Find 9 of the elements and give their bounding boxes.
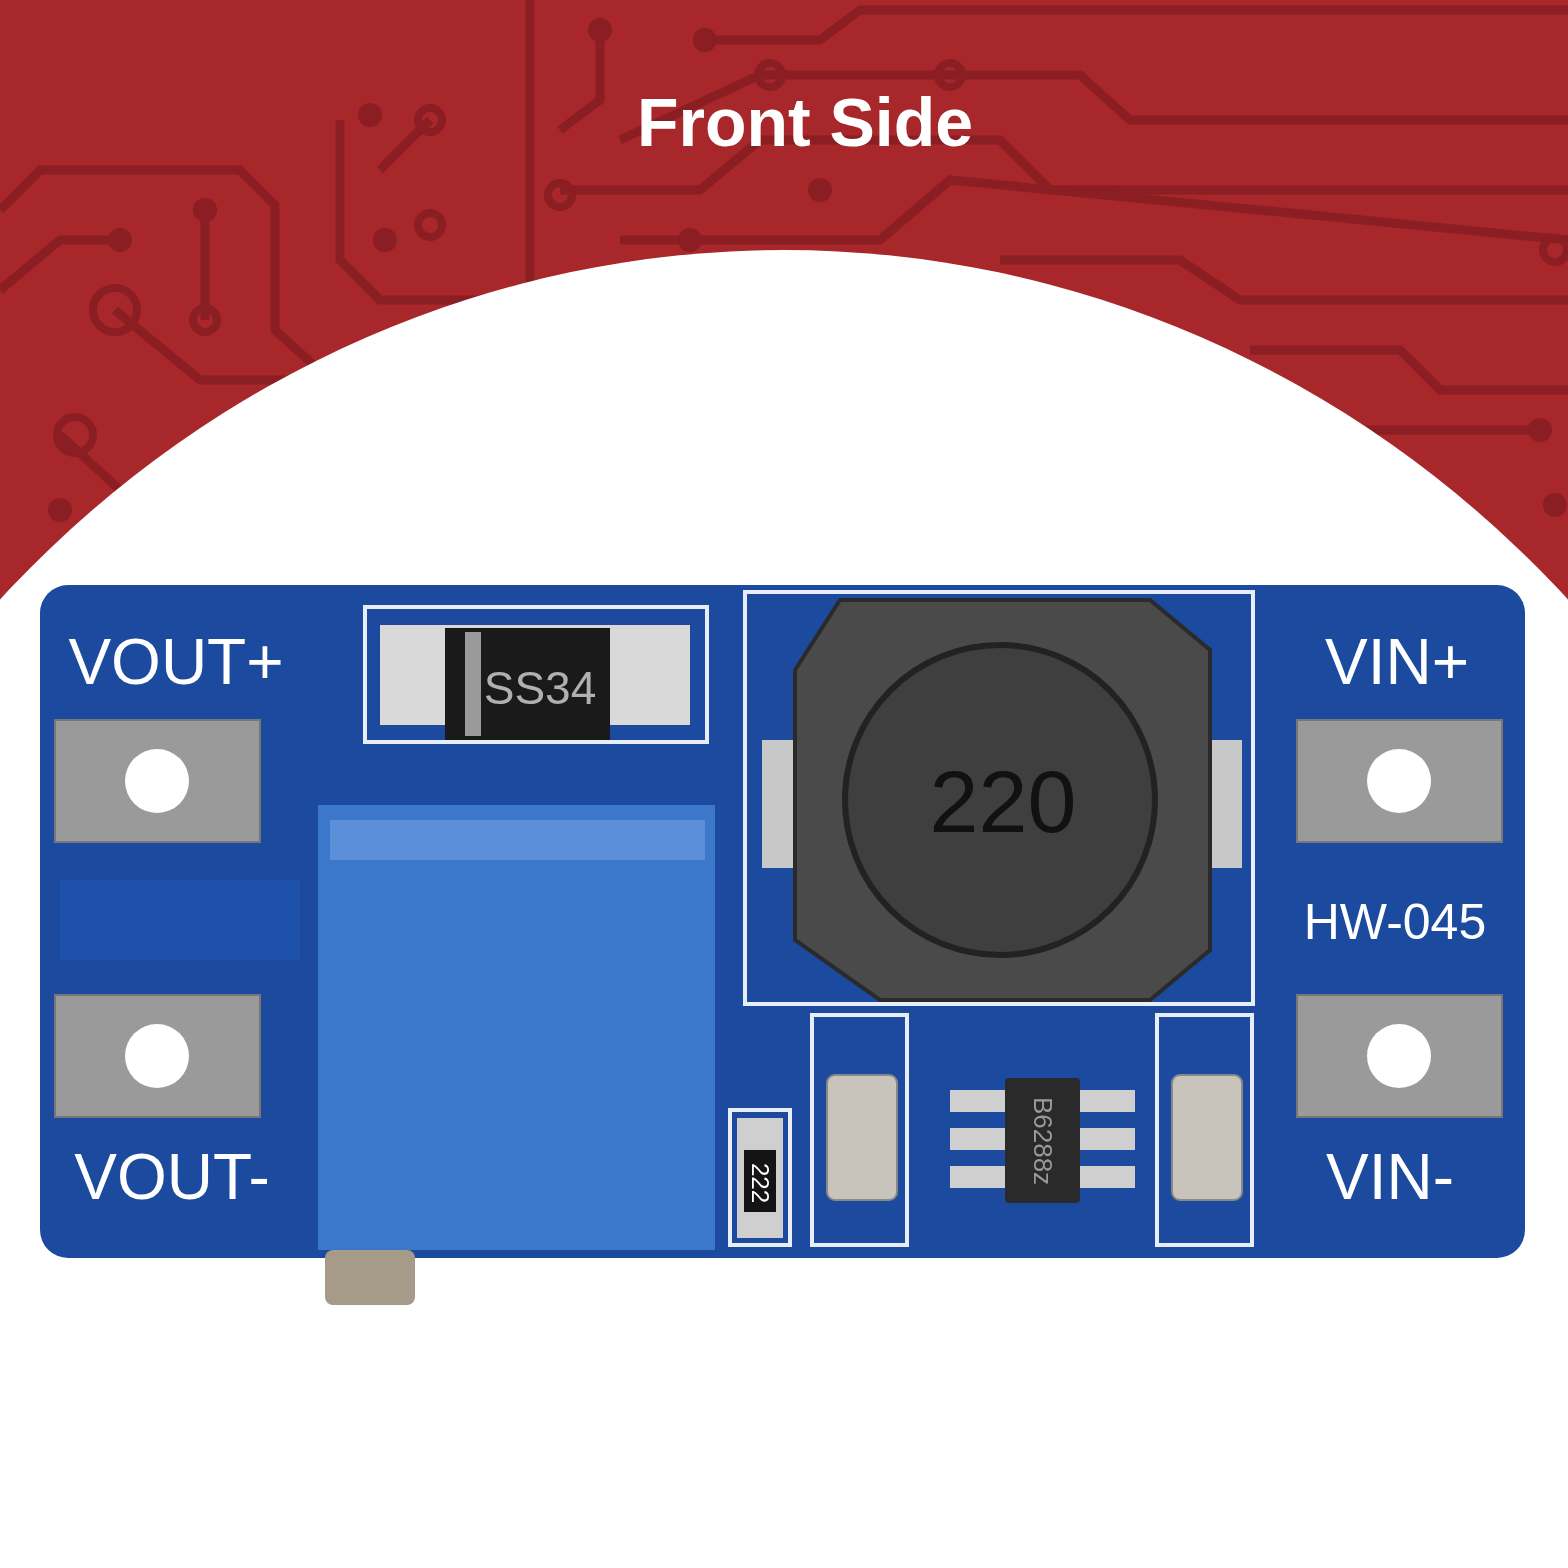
component-marking: B6288z <box>1030 1096 1056 1186</box>
component-marking: SS34 <box>483 665 597 711</box>
heading: Front Side <box>636 88 974 156</box>
silkscreen-label: HW-045 <box>1303 897 1487 947</box>
silkscreen-label: VOUT+ <box>68 630 284 694</box>
silkscreen-label: VIN+ <box>1324 630 1470 694</box>
silkscreen-label: VOUT- <box>74 1145 270 1209</box>
silkscreen-label: VIN- <box>1326 1145 1454 1209</box>
component-marking: 222 <box>748 1163 772 1203</box>
